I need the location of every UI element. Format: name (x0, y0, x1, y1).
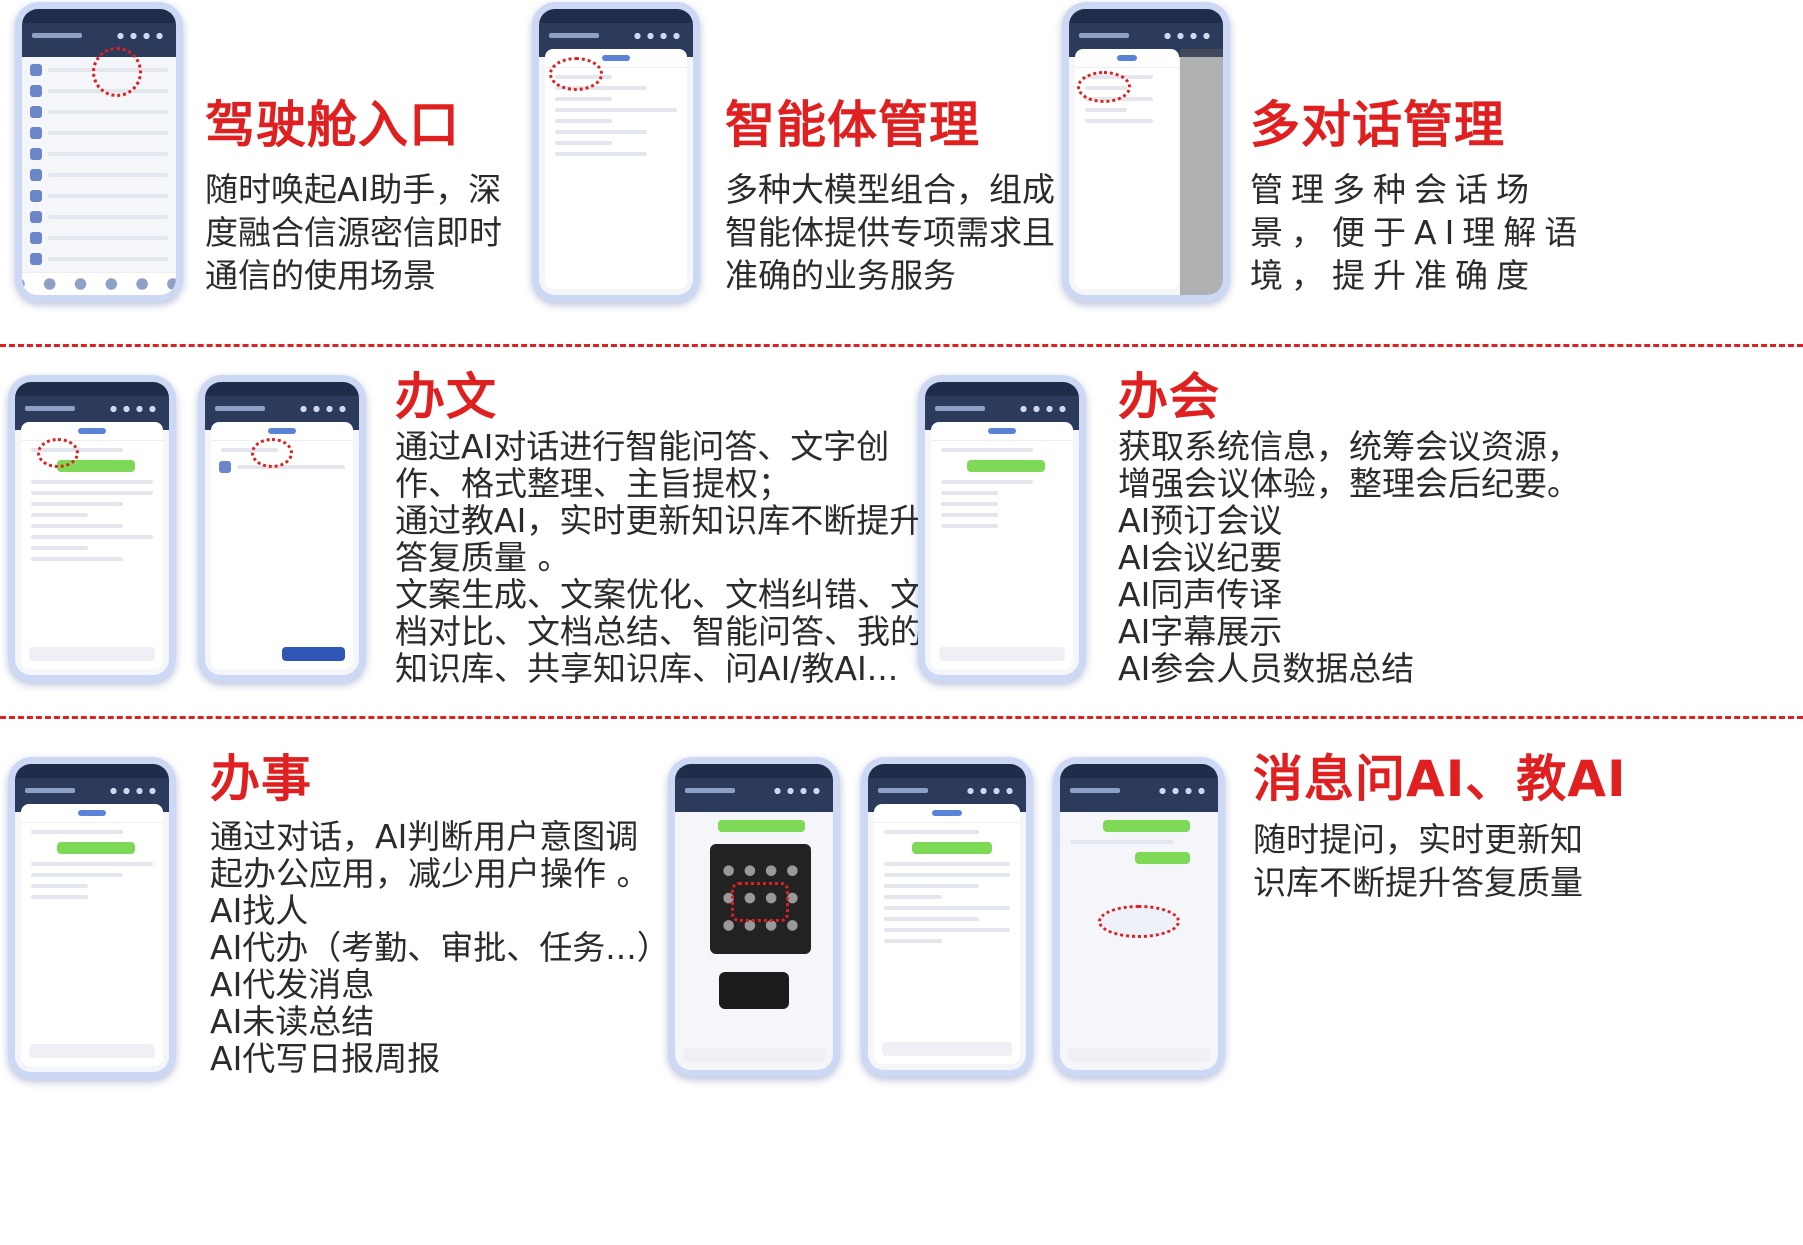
phone-screenshot-ask-ai-menu (668, 757, 840, 1077)
section-desc-affairs: 通过对话，AI判断用户意图调 起办公应用，减少用户操作 。 AI找人 AI代办（… (210, 817, 670, 1078)
phone-screenshot-multi-chat (1062, 2, 1230, 302)
section-desc-doc: 通过AI对话进行智能问答、文字创 作、格式整理、主旨提权； 通过教AI，实时更新… (395, 427, 923, 688)
section-divider-2 (0, 716, 1803, 719)
section-desc-multi-chat: 管理多种会话场 景，便于AI理解语 境，提升准确度 (1250, 170, 1586, 295)
section-title-meeting: 办会 (1118, 368, 1220, 426)
section-title-doc: 办文 (395, 368, 497, 426)
section-title-ask-teach: 消息问AI、教AI (1253, 750, 1627, 808)
phone-screenshot-agent (532, 2, 700, 302)
phone-screenshot-doc-chat (8, 375, 176, 682)
phone-screenshot-meeting (918, 375, 1086, 682)
phone-screenshot-cockpit (15, 2, 183, 302)
section-title-multi-chat: 多对话管理 (1250, 96, 1505, 154)
phone-screenshot-teach-ai (1053, 757, 1225, 1077)
phone-screenshot-doc-files (198, 375, 366, 682)
section-title-agent: 智能体管理 (725, 96, 980, 154)
section-desc-agent: 多种大模型组合，组成 智能体提供专项需求且 准确的业务服务 (725, 170, 1055, 295)
section-desc-cockpit: 随时唤起AI助手，深 度融合信源密信即时 通信的使用场景 (205, 170, 502, 295)
phone-screenshot-affairs (8, 757, 176, 1079)
section-desc-ask-teach: 随时提问，实时更新知 识库不断提升答复质量 (1253, 820, 1583, 902)
section-title-cockpit: 驾驶舱入口 (205, 96, 460, 154)
section-divider-1 (0, 344, 1803, 347)
phone-screenshot-ask-ai-answer (861, 757, 1033, 1077)
section-desc-meeting: 获取系统信息，统筹会议资源， 增强会议体验，整理会后纪要。 AI预订会议 AI会… (1118, 427, 1580, 688)
section-title-affairs: 办事 (210, 750, 312, 808)
